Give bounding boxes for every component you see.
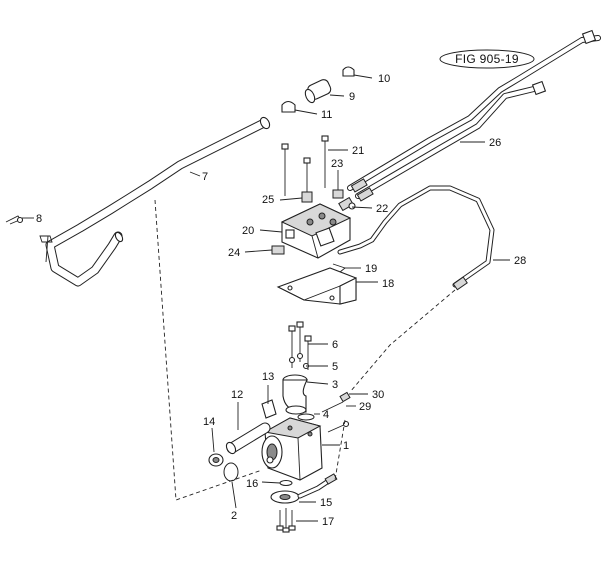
callout-12: 12 <box>231 389 243 401</box>
callout-14: 14 <box>203 416 215 428</box>
o-ring-2 <box>223 462 239 482</box>
callout-19: 19 <box>365 263 377 275</box>
studs-29 <box>321 401 350 433</box>
callout-8: 8 <box>36 213 42 225</box>
callout-21: 21 <box>352 145 364 157</box>
callout-2: 2 <box>231 510 237 522</box>
hose-12 <box>225 422 271 455</box>
bolts-21 <box>281 135 329 200</box>
callout-17: 17 <box>322 516 334 528</box>
callout-4: 4 <box>323 409 329 421</box>
clamp-10 <box>342 66 355 77</box>
callout-23: 23 <box>331 158 343 170</box>
callout-11: 11 <box>321 109 332 121</box>
callout-22: 22 <box>376 203 388 215</box>
figure-reference-badge: FIG 905-19 <box>439 49 535 69</box>
clamp-11 <box>281 100 296 113</box>
fitting-22 <box>338 196 356 212</box>
pipe-26-group <box>347 29 601 202</box>
pipe-28-group <box>337 185 495 291</box>
bolts-17 <box>276 508 296 533</box>
callout-7: 7 <box>202 171 208 183</box>
callout-10: 10 <box>378 73 390 85</box>
hose-7-group <box>39 116 271 287</box>
bracket-18 <box>276 267 357 305</box>
callout-26: 26 <box>489 137 501 149</box>
callout-3: 3 <box>332 379 338 391</box>
callout-1: 1 <box>343 440 349 452</box>
figure-reference-label: FIG 905-19 <box>455 52 519 66</box>
filter-9 <box>304 79 332 104</box>
fitting-15 <box>270 473 338 504</box>
elbow-3 <box>282 374 308 415</box>
callout-13: 13 <box>262 371 274 383</box>
connection-lines <box>154 199 456 501</box>
callout-16: 16 <box>246 478 258 490</box>
callout-9: 9 <box>349 91 355 103</box>
callout-6: 6 <box>332 339 338 351</box>
callout-24: 24 <box>228 247 240 259</box>
o-ring-4 <box>297 413 315 421</box>
clamp-14 <box>208 453 224 467</box>
bolt-30 <box>339 391 351 403</box>
clamp-8 <box>5 215 24 225</box>
callout-25: 25 <box>262 194 274 206</box>
fitting-24 <box>271 245 285 255</box>
o-ring-16 <box>279 480 293 486</box>
pump-body-1 <box>261 417 323 481</box>
fitting-25 <box>301 191 313 203</box>
callout-labels: 10 9 11 7 8 21 23 25 22 20 24 19 18 26 2… <box>36 73 526 528</box>
callout-18: 18 <box>382 278 394 290</box>
callout-5: 5 <box>332 361 338 373</box>
callout-15: 15 <box>320 497 332 509</box>
fitting-23 <box>332 189 344 199</box>
callout-28: 28 <box>514 255 526 267</box>
callout-29: 29 <box>359 401 371 413</box>
valve-block-20 <box>280 203 352 259</box>
leader-lines <box>22 74 510 522</box>
callout-20: 20 <box>242 225 254 237</box>
callout-30: 30 <box>372 389 384 401</box>
clamp-13 <box>261 399 277 419</box>
